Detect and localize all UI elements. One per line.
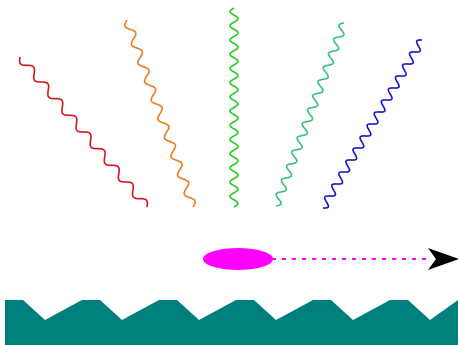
green-wave	[230, 8, 238, 207]
particle-ellipse	[203, 248, 273, 270]
arrowhead-icon	[428, 248, 458, 270]
orange-wave	[125, 20, 196, 207]
wavy-rays	[20, 8, 422, 208]
serrated-surface	[5, 300, 458, 345]
moving-particle-group	[203, 248, 458, 270]
blue-wave	[323, 40, 422, 208]
light-green-wave	[276, 23, 344, 206]
red-wave	[20, 57, 148, 207]
